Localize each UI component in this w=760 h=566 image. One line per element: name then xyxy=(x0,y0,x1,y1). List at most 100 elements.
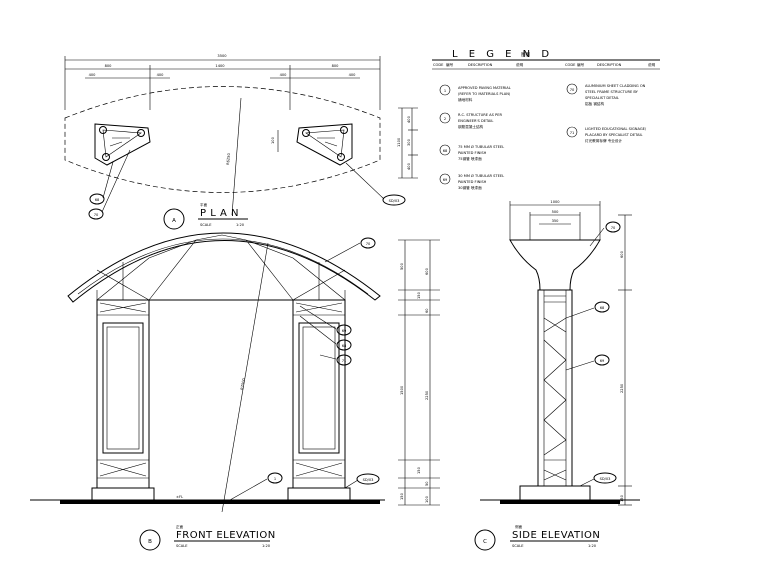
svg-text:R.C. STRUCTURE AS PER: R.C. STRUCTURE AS PER xyxy=(458,113,502,117)
side-top-dim-500: 500 xyxy=(552,210,560,214)
plan-tag-68-bubble xyxy=(89,193,105,205)
front-tag-1: 1 xyxy=(274,477,276,481)
svg-text:钢筋混凝土结构: 钢筋混凝土结构 xyxy=(458,124,484,129)
plan-tag-68: 68 xyxy=(95,198,100,202)
svg-text:68: 68 xyxy=(443,149,448,153)
legend-col-desc-cn: 说明 xyxy=(516,62,524,67)
svg-text:2: 2 xyxy=(444,117,446,121)
plan-right-column xyxy=(296,123,353,166)
front-radius-label: R7500 xyxy=(240,377,246,390)
svg-text:灯光教育标牌 专业设计: 灯光教育标牌 专业设计 xyxy=(585,138,622,143)
svg-text:1: 1 xyxy=(444,89,446,93)
front-elevation: R7500 ±FL 70 69 68 71 1 SD/03 500 60 xyxy=(30,232,440,551)
plan-section-bubble xyxy=(382,194,406,206)
plan-side-total: 1100 xyxy=(397,137,401,147)
front-dim-500: 500 xyxy=(400,262,404,270)
front-dim-50: 50 xyxy=(425,481,429,486)
plan-overall-dim: 3500 xyxy=(217,54,227,58)
side-tag-70: 70 xyxy=(611,226,616,230)
front-dim-60: 60 xyxy=(425,308,429,313)
side-top-dim-1000: 1000 xyxy=(550,200,560,204)
front-tag-70: 70 xyxy=(366,242,371,246)
plan-scale-label: SCALE xyxy=(200,223,212,227)
front-dim-2250: 2250 xyxy=(425,390,429,400)
svg-text:PLACARD BY SPECIALIST DETAIL: PLACARD BY SPECIALIST DETAIL xyxy=(585,133,643,137)
svg-text:30钢管 喷漆面: 30钢管 喷漆面 xyxy=(458,185,482,190)
side-dim-150: 150 xyxy=(620,494,624,502)
front-tag-69: 69 xyxy=(342,329,347,333)
side-title-cn: 侧面 xyxy=(515,524,523,529)
front-title: FRONT ELEVATION xyxy=(176,530,276,541)
plan-tag-70-bubble xyxy=(88,208,104,220)
plan-side-dim-3: 400 xyxy=(407,162,411,170)
svg-text:ENGINEER'S DETAIL: ENGINEER'S DETAIL xyxy=(458,119,493,123)
plan-marker: A xyxy=(172,218,176,224)
side-column xyxy=(537,289,573,487)
plan-dim-center: 1400 xyxy=(215,64,225,68)
front-level: ±FL xyxy=(176,495,183,499)
front-roof-arch xyxy=(67,232,381,303)
svg-text:铝板 钢结构: 铝板 钢结构 xyxy=(585,101,605,106)
front-dim-1500: 1500 xyxy=(400,385,404,395)
front-tag-68: 68 xyxy=(342,344,347,348)
plan-section-ref: SD/03 xyxy=(389,199,400,203)
svg-text:PAINTED FINISH: PAINTED FINISH xyxy=(458,151,487,155)
plan-marker-circle xyxy=(163,208,185,230)
legend-title-cn: 图例 xyxy=(521,51,530,58)
side-top-dim-350: 350 xyxy=(552,219,560,223)
front-dim-600: 600 xyxy=(425,267,429,275)
front-section-ref: SD/03 xyxy=(363,478,374,482)
plan-title-cn: 平面 xyxy=(200,202,208,207)
plan-title: P L A N xyxy=(200,208,239,219)
legend-col-code-cn-2: 编号 xyxy=(577,62,585,67)
front-dim-150: 150 xyxy=(417,291,421,299)
front-scale-value: 1:20 xyxy=(262,544,271,548)
front-marker: B xyxy=(148,539,152,545)
legend-item: 1 APPROVED PAVING MATERIAL (REFER TO MAT… xyxy=(439,84,511,102)
front-dim-100: 100 xyxy=(425,495,429,503)
legend-col-desc-2: DESCRIPTION xyxy=(597,63,622,67)
plan-canopy-outline xyxy=(64,86,381,193)
legend-item: 2 R.C. STRUCTURE AS PER ENGINEER'S DETAI… xyxy=(439,112,502,129)
svg-text:STEEL FRAME STRUCTURE BY: STEEL FRAME STRUCTURE BY xyxy=(585,90,639,94)
svg-text:71: 71 xyxy=(570,131,575,135)
plan-subdim-3: 400 xyxy=(280,73,288,77)
front-scale-label: SCALE xyxy=(176,544,188,548)
legend: L E G E N D 图例 CODE 编号 DESCRIPTION 说明 CO… xyxy=(432,49,660,190)
plan-side-dim-1: 400 xyxy=(407,115,411,123)
front-title-cn: 正面 xyxy=(176,524,184,529)
plan-subdim-4: 400 xyxy=(349,73,357,77)
plan-side-dim-2: 300 xyxy=(407,138,411,146)
legend-col-desc-cn-2: 说明 xyxy=(648,62,656,67)
legend-col-code: CODE xyxy=(433,63,444,67)
plan-scale-value: 1:20 xyxy=(236,223,245,227)
legend-title: L E G E N D xyxy=(452,49,553,60)
side-title: SIDE ELEVATION xyxy=(512,530,600,541)
legend-col-desc: DESCRIPTION xyxy=(468,63,493,67)
plan-dim-left: 800 xyxy=(105,64,113,68)
svg-text:LIGHTED EDUCATIONAL SIGNAGE/: LIGHTED EDUCATIONAL SIGNAGE/ xyxy=(585,127,647,131)
plan-subdim-2: 400 xyxy=(157,73,165,77)
svg-text:ALUMINIUM SHEET CLADDING ON: ALUMINIUM SHEET CLADDING ON xyxy=(585,84,646,88)
svg-text:30 MM Ø TUBULAR STEEL: 30 MM Ø TUBULAR STEEL xyxy=(458,173,504,178)
plan-inner-dim: 100 xyxy=(271,136,275,144)
svg-text:PAINTED FINISH: PAINTED FINISH xyxy=(458,180,487,184)
svg-text:(REFER TO MATERIALS PLAN): (REFER TO MATERIALS PLAN) xyxy=(458,92,511,96)
legend-col-code-2: CODE xyxy=(565,63,576,67)
legend-item: 70 ALUMINIUM SHEET CLADDING ON STEEL FRA… xyxy=(566,83,646,106)
svg-text:75 MM Ø TUBULAR STEEL: 75 MM Ø TUBULAR STEEL xyxy=(458,144,504,149)
side-dim-2250: 2250 xyxy=(620,383,624,393)
legend-item: 68 75 MM Ø TUBULAR STEEL PAINTED FINISH … xyxy=(439,144,504,161)
plan-tag-70: 70 xyxy=(94,213,99,217)
front-dim-150c: 150 xyxy=(400,492,404,500)
plan-view: 3500 800 1400 800 400 400 400 400 R6250 xyxy=(64,54,418,230)
plan-dim-right: 800 xyxy=(332,64,340,68)
svg-text:69: 69 xyxy=(443,178,448,182)
legend-item: 69 30 MM Ø TUBULAR STEEL PAINTED FINISH … xyxy=(439,173,504,190)
legend-item: 71 LIGHTED EDUCATIONAL SIGNAGE/ PLACARD … xyxy=(566,126,647,143)
side-dim-600: 600 xyxy=(620,250,624,258)
side-tag-68: 68 xyxy=(600,306,605,310)
svg-text:APPROVED PAVING MATERIAL: APPROVED PAVING MATERIAL xyxy=(458,86,511,90)
svg-text:75钢管 喷漆面: 75钢管 喷漆面 xyxy=(458,156,482,161)
